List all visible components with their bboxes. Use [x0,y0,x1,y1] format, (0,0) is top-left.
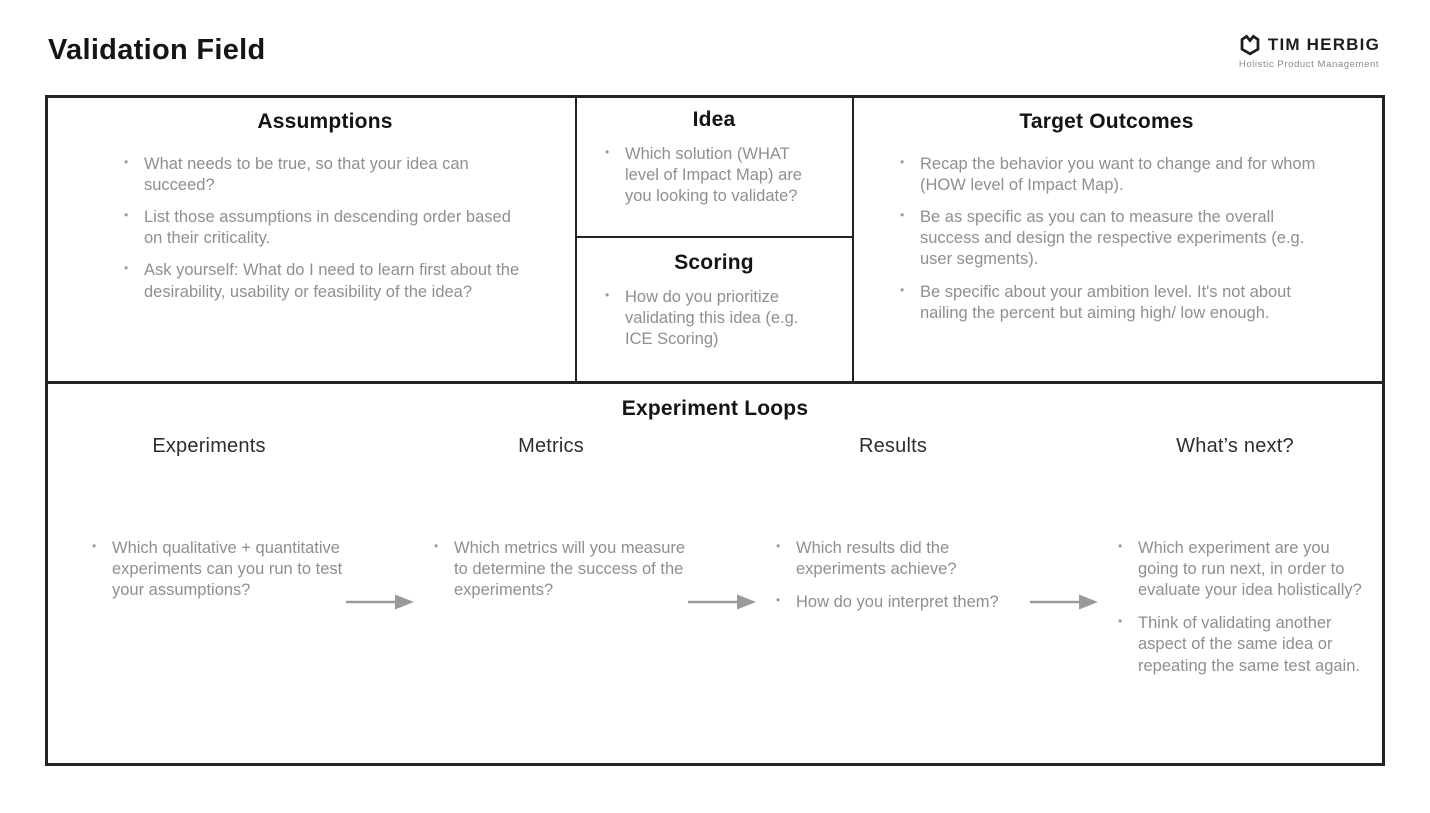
arrow-right-icon [687,435,757,612]
target-outcomes-bullet: Be as specific as you can to measure the… [897,207,1316,270]
target-outcomes-bullet: Recap the behavior you want to change an… [897,154,1316,196]
validation-field-canvas: Assumptions What needs to be true, so th… [45,95,1385,766]
brand-name: TIM HERBIG [1267,34,1380,54]
scoring-title: Scoring [674,251,754,274]
arrow-right-icon [345,435,415,612]
whats-next-list: Which experiment are you going to run ne… [1099,538,1371,677]
experiment-loops-title: Experiment Loops [621,397,809,420]
experiment-loops-row: Experiments Which qualitative + quantita… [48,435,1382,689]
brand-tagline: Holistic Product Management [1238,59,1380,70]
target-outcomes-section: Target Outcomes Recap the behavior you w… [854,98,1382,381]
results-list: Which results did the experiments achiev… [757,538,1029,613]
experiments-column-header: Experiments [152,435,266,457]
whats-next-column-header: What’s next? [1176,435,1294,457]
target-outcomes-title: Target Outcomes [1019,110,1194,133]
whats-next-bullet: Which experiment are you going to run ne… [1115,538,1371,601]
assumptions-list: What needs to be true, so that your idea… [121,154,529,303]
assumptions-bullet: What needs to be true, so that your idea… [121,154,529,196]
brand-logo: TIM HERBIG Holistic Product Management [1239,33,1380,70]
hexagon-logo-icon [1239,33,1261,56]
idea-section: Idea Which solution (WHAT level of Impac… [577,98,852,238]
scoring-bullet: How do you prioritize validating this id… [602,287,826,350]
page-title: Validation Field [48,34,266,66]
idea-list: Which solution (WHAT level of Impact Map… [602,144,826,207]
results-bullet: How do you interpret them? [773,592,1029,613]
idea-bullet: Which solution (WHAT level of Impact Map… [602,144,826,207]
target-outcomes-list: Recap the behavior you want to change an… [897,154,1316,324]
assumptions-bullet: Ask yourself: What do I need to learn fi… [121,260,529,302]
top-row: Assumptions What needs to be true, so th… [48,98,1382,384]
idea-title: Idea [692,108,736,131]
results-bullet: Which results did the experiments achiev… [773,538,1029,580]
scoring-list: How do you prioritize validating this id… [602,287,826,350]
experiments-bullet: Which qualitative + quantitative experim… [89,538,345,601]
metrics-bullet: Which metrics will you measure to determ… [431,538,687,601]
experiments-column: Experiments Which qualitative + quantita… [73,435,345,613]
metrics-column: Metrics Which metrics will you measure t… [415,435,687,613]
middle-column: Idea Which solution (WHAT level of Impac… [575,98,854,381]
target-outcomes-bullet: Be specific about your ambition level. I… [897,282,1316,324]
experiment-loops-section: Experiment Loops Experiments Which quali… [48,384,1382,689]
metrics-column-header: Metrics [518,435,584,457]
assumptions-bullet: List those assumptions in descending ord… [121,207,529,249]
arrow-right-icon [1029,435,1099,612]
results-column: Results Which results did the experiment… [757,435,1029,625]
assumptions-title: Assumptions [257,110,393,133]
metrics-list: Which metrics will you measure to determ… [415,538,687,601]
whats-next-column: What’s next? Which experiment are you go… [1099,435,1371,689]
whats-next-bullet: Think of validating another aspect of th… [1115,613,1371,676]
assumptions-section: Assumptions What needs to be true, so th… [48,98,575,381]
results-column-header: Results [858,435,928,457]
experiments-list: Which qualitative + quantitative experim… [73,538,345,601]
scoring-section: Scoring How do you prioritize validating… [577,238,852,381]
